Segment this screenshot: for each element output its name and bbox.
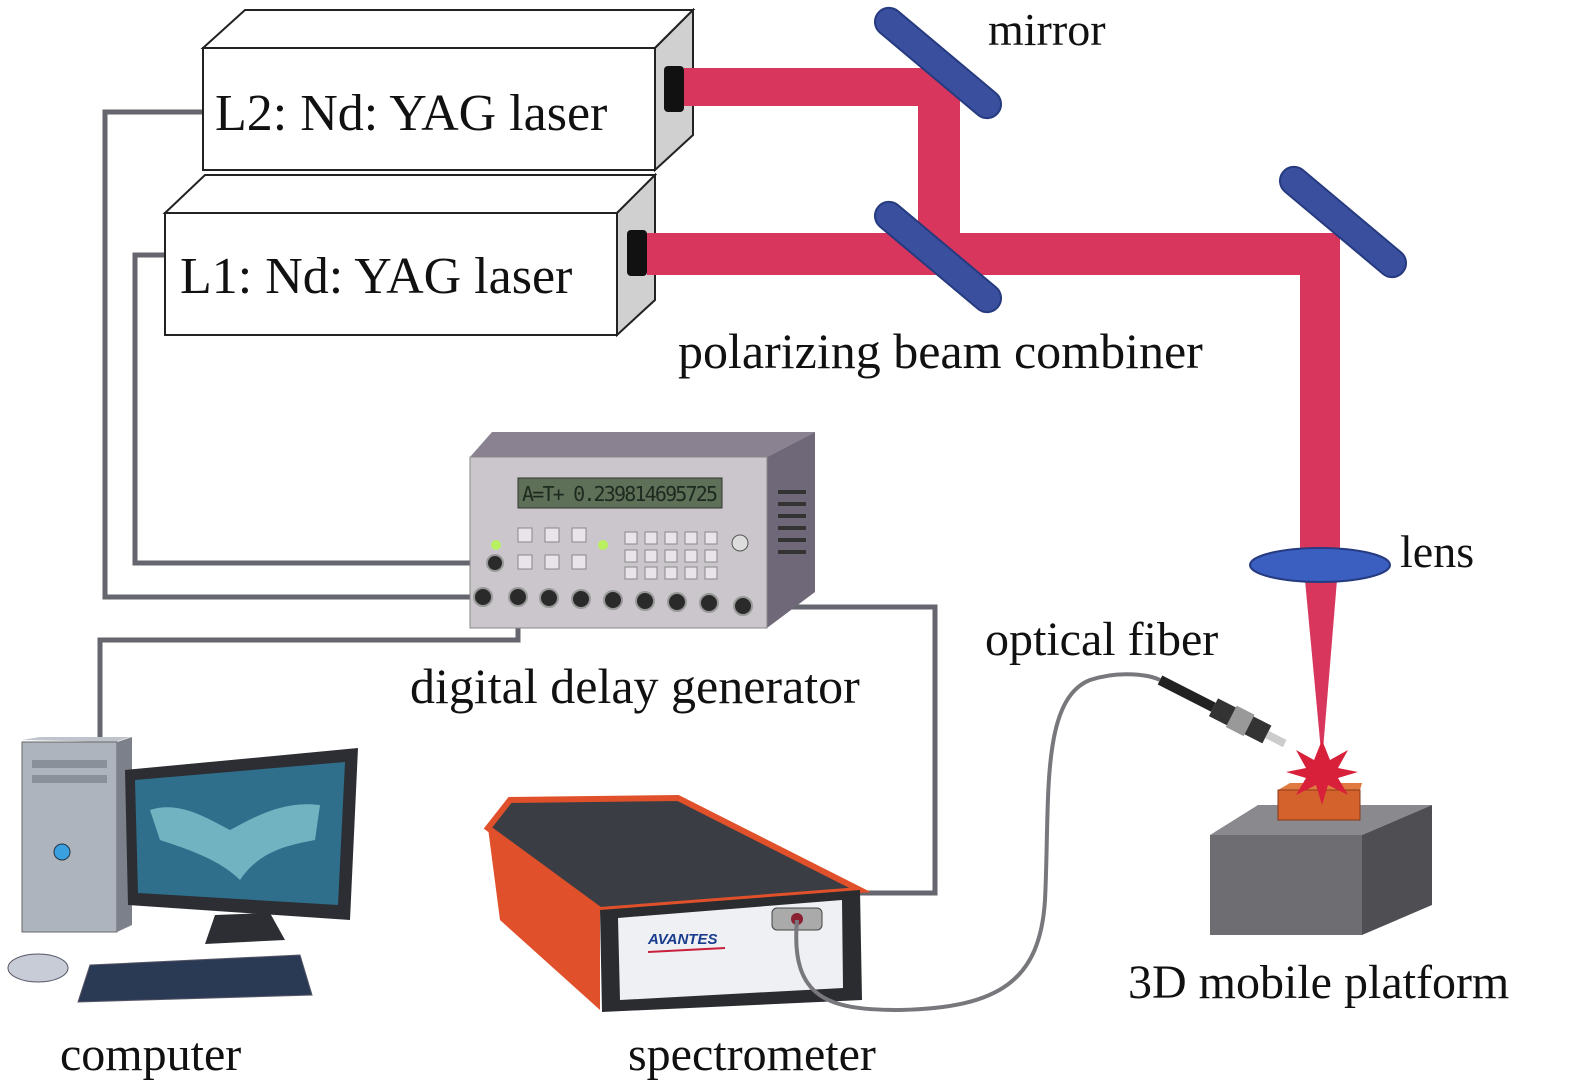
- focused-beam: [1305, 580, 1337, 762]
- platform-label: 3D mobile platform: [1128, 956, 1509, 1009]
- lens-label: lens: [1400, 526, 1474, 577]
- laser-aperture: [627, 230, 647, 276]
- mirror-right: [1278, 165, 1408, 279]
- polarizing-beam-combiner: [873, 200, 1003, 314]
- laser-l2: L2: Nd: YAG laser: [200, 7, 696, 173]
- delay-generator-label: digital delay generator: [410, 658, 860, 714]
- lens: [1249, 547, 1391, 583]
- beam-l2: [684, 68, 960, 106]
- spectrometer-logo: AVANTES: [647, 931, 717, 948]
- keyboard: [77, 954, 313, 1003]
- plasma-spark-icon: [1286, 740, 1358, 805]
- mouse: [7, 953, 69, 983]
- power-icon: [53, 843, 71, 861]
- optical-fiber-cable: [794, 672, 1161, 1013]
- cable-l2-to-generator: [102, 109, 480, 600]
- 3d-mobile-platform: [1210, 740, 1432, 935]
- pc-tower: [21, 741, 118, 933]
- computer-label: computer: [60, 1028, 241, 1081]
- cables: [97, 109, 938, 896]
- laser-l2-label: L2: Nd: YAG laser: [215, 85, 607, 142]
- mirror-label: mirror: [988, 4, 1106, 55]
- fiber-connector: [1157, 675, 1287, 748]
- beam-combined: [647, 233, 1340, 275]
- laser-l1-label: L1: Nd: YAG laser: [180, 248, 572, 305]
- combiner-label: polarizing beam combiner: [678, 323, 1203, 379]
- laser-l1: L1: Nd: YAG laser: [162, 172, 658, 338]
- beam-down: [1300, 233, 1340, 553]
- mirror-top: [873, 6, 1003, 120]
- optical-fiber-label: optical fiber: [985, 613, 1218, 666]
- lcd-display: [517, 477, 723, 509]
- digital-delay-generator: A=T+ 0.239814695725: [469, 432, 815, 629]
- cable-generator-to-spectrometer: [745, 604, 938, 896]
- lcd-readout: A=T+ 0.239814695725: [522, 482, 718, 506]
- spectrometer-label: spectrometer: [628, 1028, 876, 1081]
- cable-l1-to-generator: [132, 252, 495, 566]
- computer: [7, 737, 358, 1003]
- laser-aperture: [664, 66, 684, 112]
